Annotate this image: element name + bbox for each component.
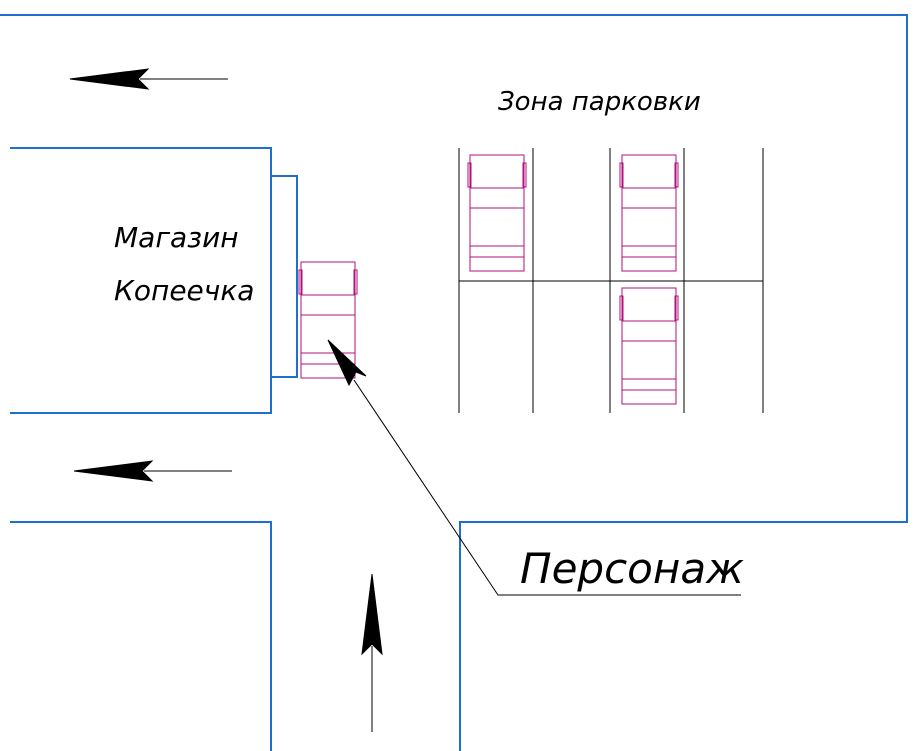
character-leader — [327, 339, 741, 596]
road-edge-top — [0, 14, 908, 751]
cars — [298, 154, 679, 405]
shop-name-line1: Магазин — [114, 221, 239, 254]
leader-line — [353, 379, 741, 596]
parking-grid — [458, 148, 764, 413]
direction-arrow-middle-left — [73, 460, 232, 482]
car-parked-3 — [619, 287, 679, 405]
road-edges — [0, 14, 908, 751]
parking-zone-label: Зона парковки — [498, 87, 701, 117]
road-edge-bottom-left — [10, 521, 272, 751]
shop-name-line2: Копеечка — [114, 274, 254, 307]
direction-arrow-top-left — [69, 68, 228, 90]
direction-arrows — [69, 68, 383, 732]
car-parked-1 — [467, 154, 527, 272]
direction-arrow-up — [361, 573, 383, 732]
shop-entrance-outline — [271, 175, 298, 378]
shop-building-outline — [10, 147, 272, 414]
leader-arrowhead — [327, 339, 367, 387]
car-character — [298, 261, 358, 379]
car-parked-2 — [619, 154, 679, 272]
character-label: Персонаж — [520, 544, 744, 593]
